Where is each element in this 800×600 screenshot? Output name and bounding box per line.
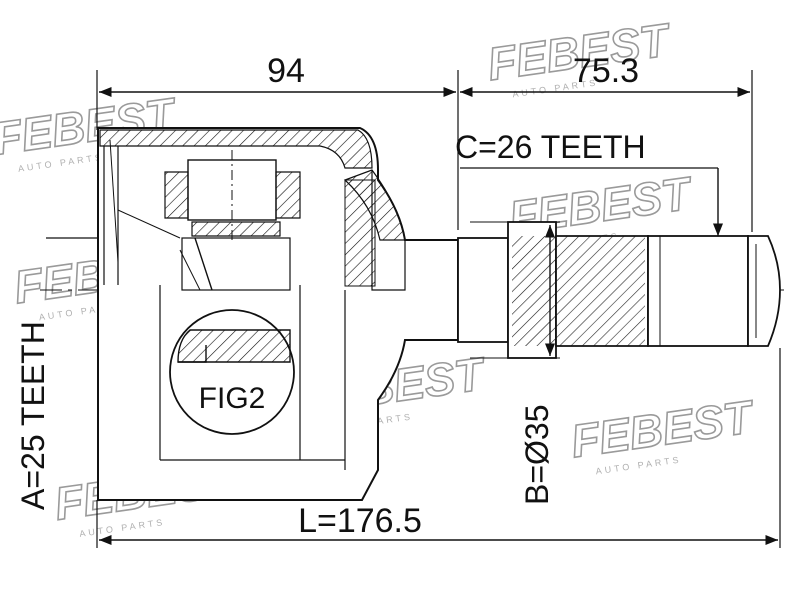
outer-shaft (457, 221, 781, 359)
detail-figure-label: FIG2 (199, 382, 266, 415)
outer-spline-teeth-label: C=26 TEETH (455, 129, 646, 165)
joint-housing (97, 127, 459, 501)
inner-spline-teeth-label: A=25 TEETH (15, 321, 51, 510)
inner-length-label: 94 (267, 52, 305, 90)
dimension-outer-length: 75.3 (460, 52, 753, 232)
total-length-label: L=176.5 (298, 502, 422, 540)
outer-length-label: 75.3 (573, 52, 639, 90)
dimension-total-length: L=176.5 (96, 348, 781, 548)
outer-spline-teeth-callout: C=26 TEETH (455, 129, 724, 236)
inner-spline-teeth-callout: A=25 TEETH (15, 237, 180, 510)
dimension-inner-length: 94 (96, 52, 459, 230)
watermark-brand: FEBEST (568, 390, 759, 467)
dimension-spline-diameter: B=Ø35 (470, 221, 560, 505)
detail-figure: FIG2 (169, 309, 295, 435)
spline-diameter-label: B=Ø35 (519, 404, 555, 505)
